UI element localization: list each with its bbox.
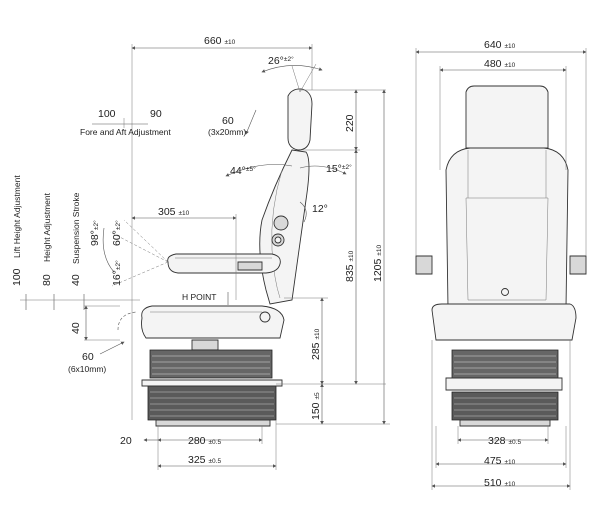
front-view-seat	[415, 85, 587, 427]
height-adjust-label: Height Adjustment	[42, 192, 52, 262]
total-height-label: 1205 ±10	[372, 245, 384, 282]
suspension-value: 40	[70, 274, 82, 286]
rail-length-label: 280 ±0.5	[188, 435, 221, 447]
fore-aft-back-value: 90	[150, 108, 162, 120]
armrest-angle-up: 98°±2°	[89, 220, 101, 246]
fore-aft-label: Fore and Aft Adjustment	[80, 127, 171, 137]
armrest-angle-mid: 60°±2°	[111, 220, 123, 246]
backrest-angle-front: 15°±2°	[326, 163, 352, 175]
cushion-fore-aft-value: 60	[82, 351, 94, 363]
lift-height-value: 100	[11, 268, 23, 286]
base-width-label: 510 ±10	[484, 477, 516, 489]
cushion-fore-aft-detail: (6x10mm)	[68, 364, 106, 374]
cushion-tilt-value: 40	[70, 322, 82, 334]
armrest-angle-down: 16°±2°	[111, 260, 123, 286]
suspension-label: Suspension Stroke	[71, 192, 81, 264]
side-view-seat	[117, 88, 313, 427]
headrest-height-value: 220	[344, 114, 356, 132]
lift-height-label: Lift Height Adjustment	[12, 175, 22, 258]
h-point-label: H POINT	[182, 292, 216, 302]
recline-value: 60	[222, 115, 234, 127]
fore-aft-forward-value: 100	[98, 108, 116, 120]
headrest-width-label: 480 ±10	[484, 58, 516, 70]
base-height-label: 150 ±5	[310, 392, 322, 420]
mount-length-label: 325 ±0.5	[188, 454, 221, 466]
armrest-depth-label: 305 ±10	[158, 206, 190, 218]
rail-spacing-label: 328 ±0.5	[488, 435, 521, 447]
height-adjust-value: 80	[41, 274, 53, 286]
mount-width-label: 475 ±10	[484, 455, 516, 467]
side-view-dimension-lines	[20, 44, 390, 470]
lumbar-angle: 12°	[312, 203, 328, 215]
front-overall-width-label: 640 ±10	[484, 39, 516, 51]
backrest-angle-rear: 44°±5°	[230, 165, 256, 177]
seat-height-label: 285 ±10	[310, 328, 322, 360]
recline-detail: (3x20mm)	[208, 127, 246, 137]
overall-width-label: 660 ±10	[204, 35, 236, 47]
base-offset-value: 20	[120, 435, 132, 447]
headrest-angle-label: 26°±2°	[268, 55, 294, 67]
backrest-height-label: 835 ±10	[344, 250, 356, 282]
front-view-dimension-lines	[415, 48, 587, 490]
